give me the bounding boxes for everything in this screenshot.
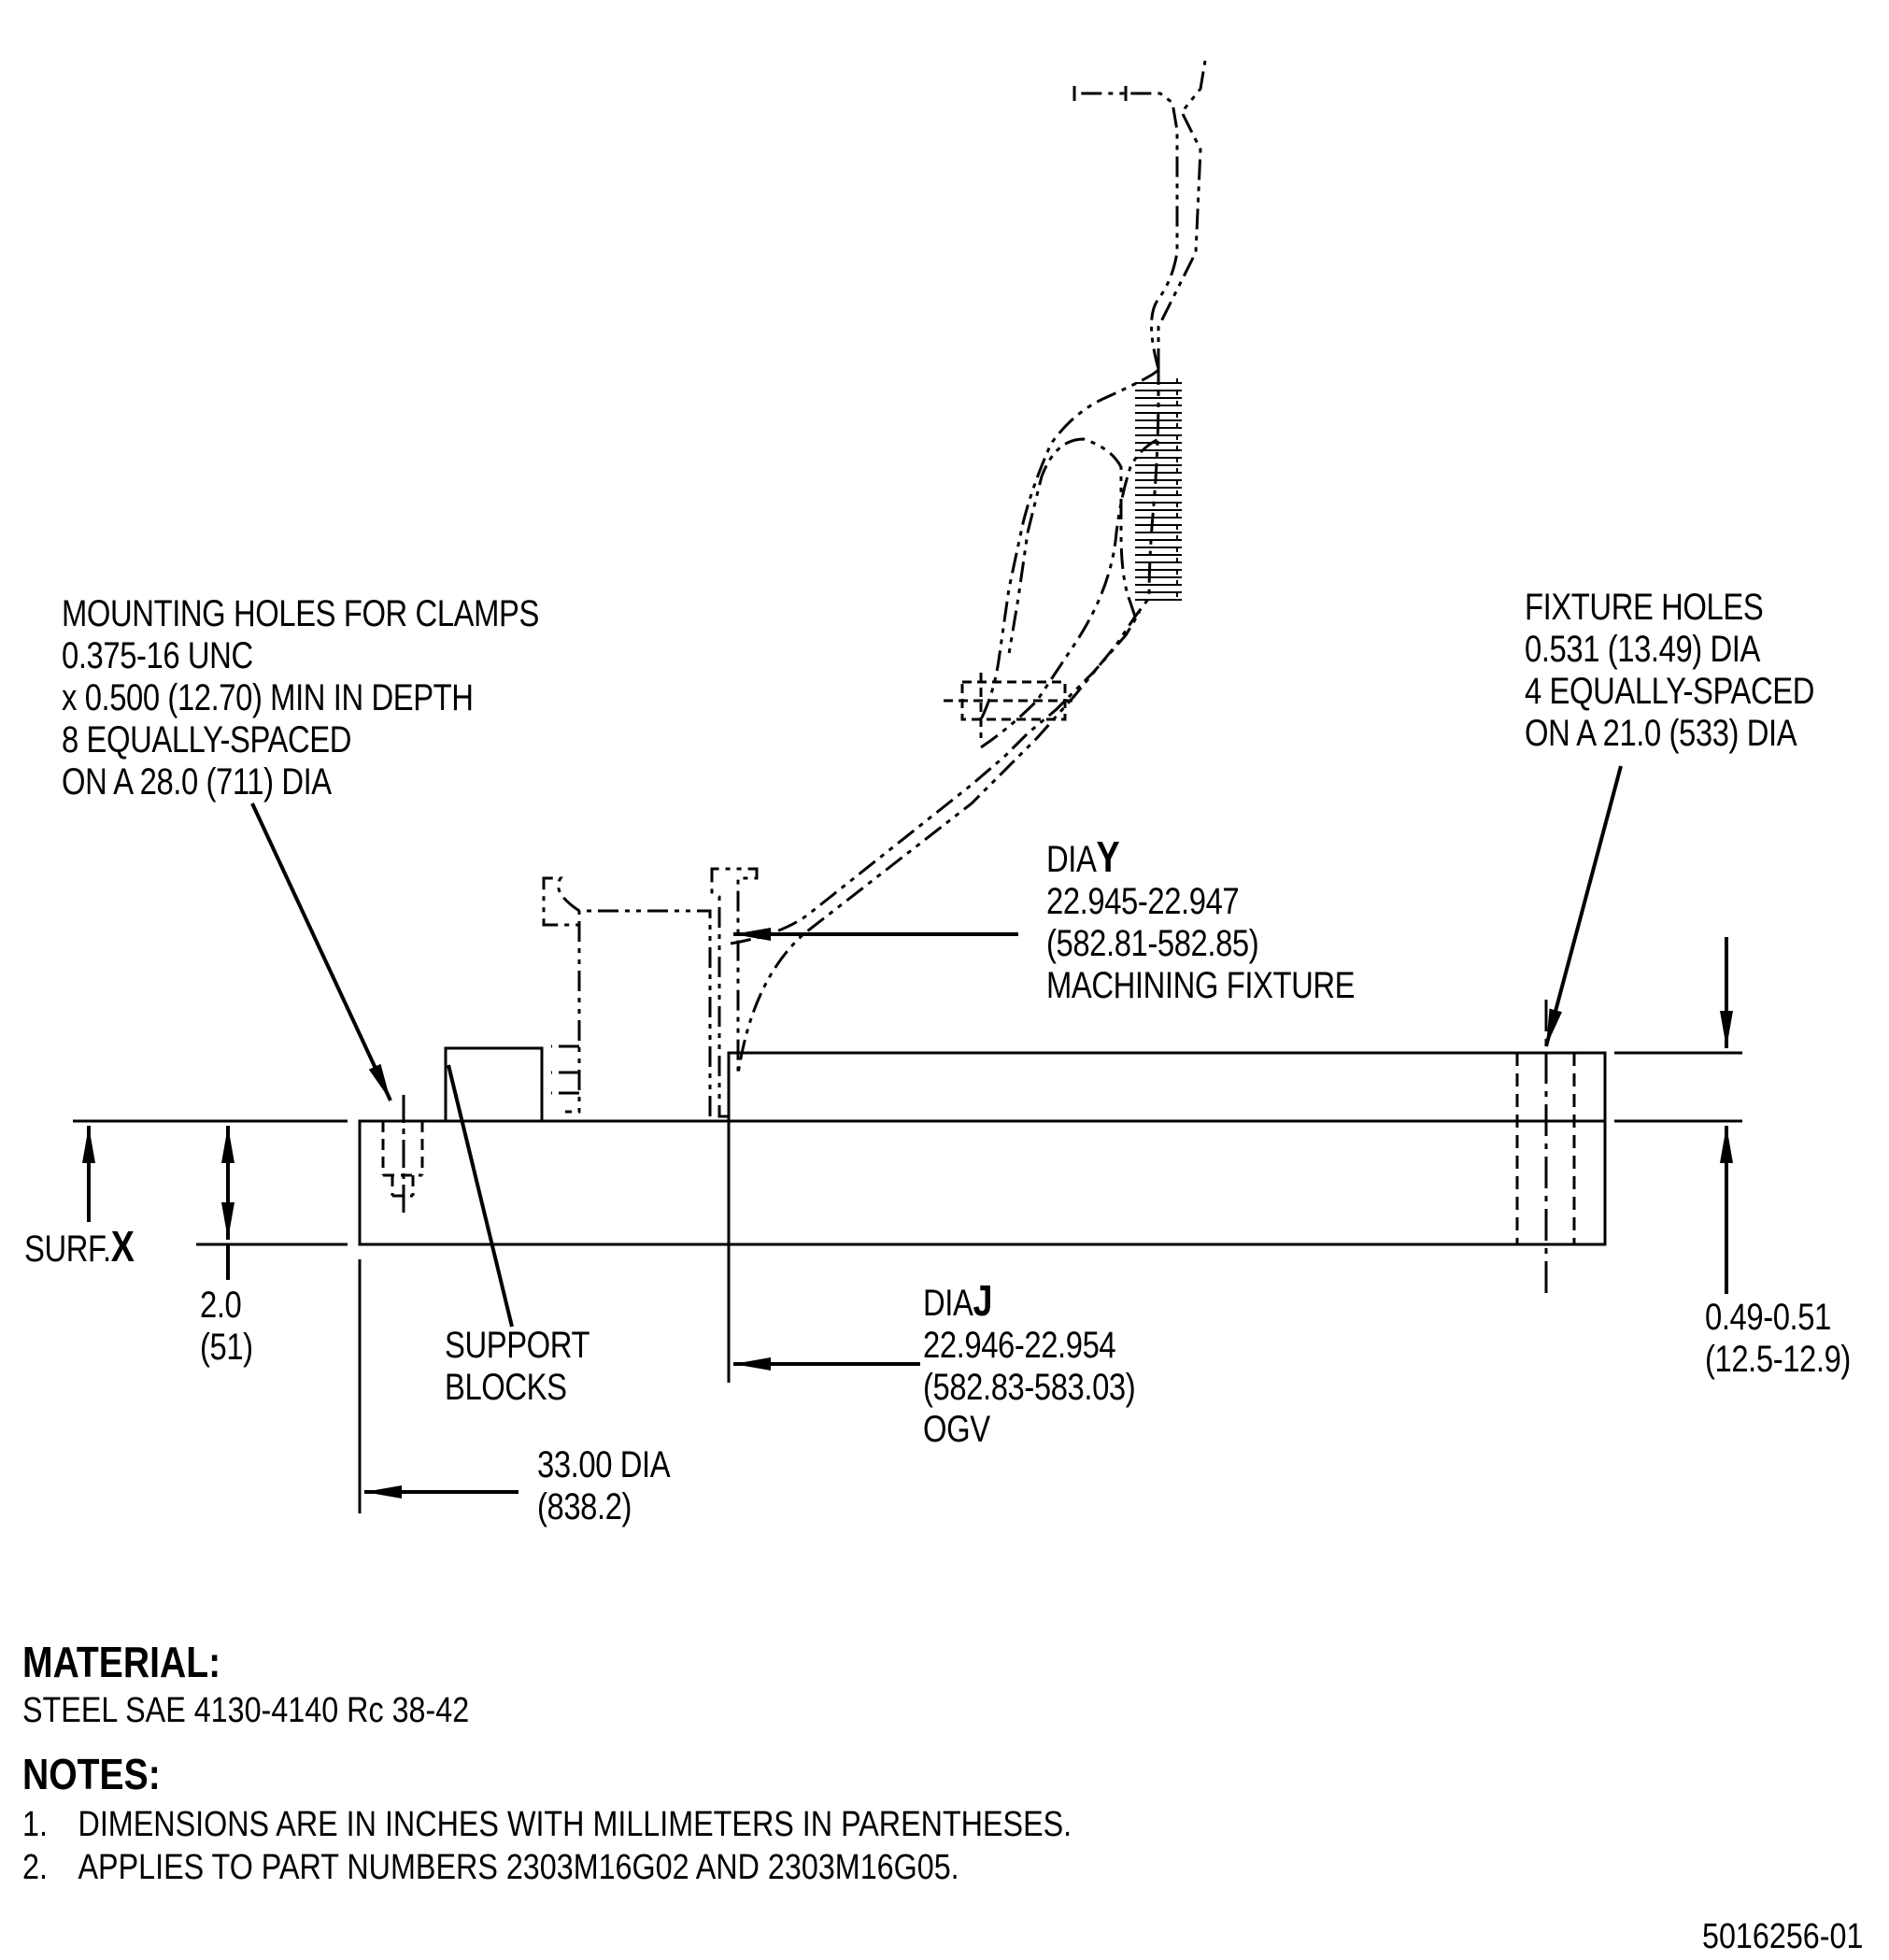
- bolt-detail: [944, 673, 1074, 738]
- support-block: [444, 1046, 544, 1123]
- raised-step: [727, 1051, 1607, 1121]
- mounting-holes-leader: [250, 802, 392, 1101]
- fixture-holes-callout: FIXTURE HOLES 0.531 (13.49) DIA 4 EQUALL…: [1525, 587, 1815, 754]
- notes-list: 1.DIMENSIONS ARE IN INCHES WITH MILLIMET…: [22, 1803, 1072, 1889]
- ogv-part-outline: [710, 369, 1160, 1118]
- material-text: STEEL SAE 4130-4140 Rc 38-42: [22, 1691, 470, 1730]
- step-height-dimension: 0.49-0.51 (12.5-12.9): [1705, 1297, 1851, 1380]
- notes-heading: NOTES:: [22, 1750, 161, 1798]
- seal-hatch: [1135, 378, 1182, 601]
- note-item: 1.DIMENSIONS ARE IN INCHES WITH MILLIMET…: [22, 1805, 1072, 1844]
- support-blocks-label: SUPPORT BLOCKS: [445, 1325, 590, 1408]
- note-item: 2.APPLIES TO PART NUMBERS 2303M16G02 AND…: [22, 1848, 959, 1887]
- mounting-holes-callout: MOUNTING HOLES FOR CLAMPS 0.375-16 UNC x…: [62, 593, 539, 802]
- material-heading: MATERIAL:: [22, 1638, 221, 1686]
- datum-symbol-y: Y: [1096, 832, 1120, 881]
- surface-x-label: SURF.X: [24, 1222, 135, 1271]
- support-blocks-leader: [447, 1064, 514, 1328]
- dia-j-callout: DIAJ 22.946-22.954 (582.83-583.03) OGV: [923, 1276, 1136, 1450]
- fixture-holes-leader: [1544, 765, 1623, 1047]
- height-dimension: 2.0 (51): [200, 1285, 253, 1368]
- drawing-number: 5016256-01: [1702, 1917, 1864, 1956]
- outer-dia-dimension: 33.00 DIA (838.2): [537, 1444, 671, 1527]
- datum-symbol-x: X: [110, 1222, 135, 1271]
- base-plate: [358, 1119, 1607, 1246]
- dia-y-callout: DIAY 22.945-22.947 (582.81-582.85) MACHI…: [1046, 832, 1356, 1006]
- datum-symbol-j: J: [973, 1276, 993, 1325]
